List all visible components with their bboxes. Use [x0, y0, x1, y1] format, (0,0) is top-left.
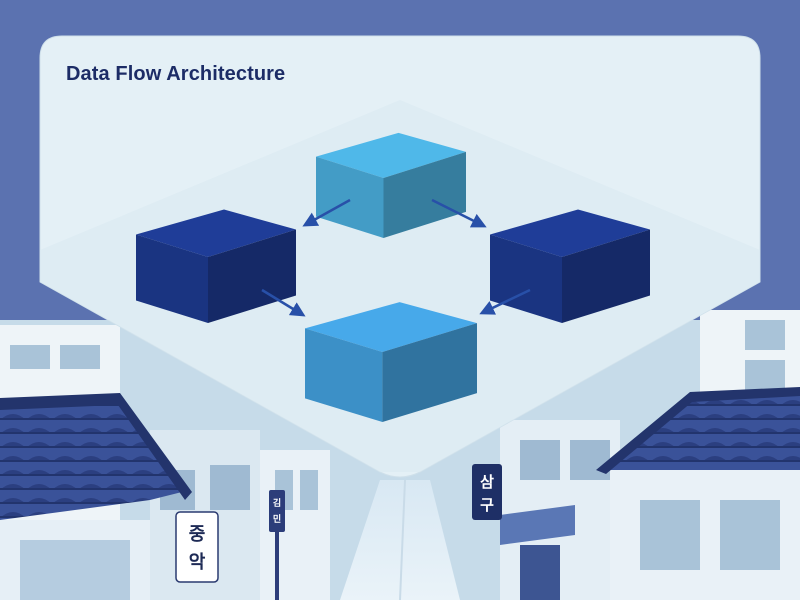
sign-right-line1: 삼 — [480, 473, 494, 491]
edge-right-to-bottom — [479, 288, 531, 315]
node-right — [490, 209, 650, 323]
street-sign-left: 중 악 — [175, 511, 219, 583]
node-right-top-face — [490, 209, 650, 257]
sign-right-line2: 구 — [480, 496, 494, 514]
sign-left-line1: 중 — [189, 524, 206, 545]
diagram-title: Data Flow Architecture — [66, 63, 286, 85]
sign-left-line2: 악 — [189, 552, 206, 573]
node-top-right-face — [383, 151, 466, 238]
node-left-right-face — [208, 229, 296, 323]
node-left-left-face — [136, 234, 208, 323]
street-sign-center: 김 민 — [269, 490, 285, 600]
node-top-top-face — [316, 132, 466, 178]
node-top — [316, 132, 466, 238]
diagram-panel — [39, 35, 761, 478]
sign-center-line2: 민 — [273, 513, 281, 525]
node-left-top-face — [136, 209, 296, 257]
street-sign-right: 삼 구 — [472, 464, 502, 520]
diagram-nodes — [136, 132, 650, 422]
node-bottom-left-face — [305, 328, 383, 422]
sign-center-line1: 김 — [273, 497, 281, 509]
edge-top-to-left — [302, 198, 351, 227]
node-bottom-right-face — [382, 323, 477, 422]
node-right-right-face — [562, 229, 650, 323]
diagram-edges — [261, 198, 531, 317]
node-bottom-top-face — [305, 302, 477, 352]
edge-left-to-bottom — [261, 288, 306, 317]
edge-top-to-right — [431, 198, 487, 228]
node-left — [136, 209, 296, 323]
node-top-left-face — [316, 156, 384, 238]
node-bottom — [305, 302, 477, 422]
